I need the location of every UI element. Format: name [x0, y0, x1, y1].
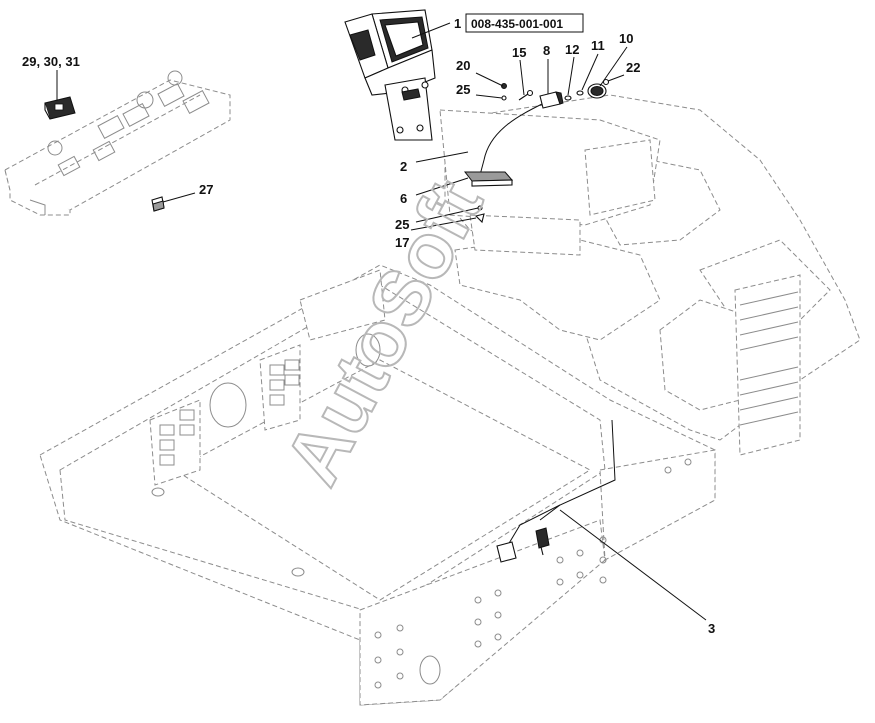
nut-part-20 — [501, 83, 507, 89]
callout-10: 10 — [619, 31, 633, 46]
leader-lines — [56, 22, 707, 621]
callout-12: 12 — [565, 42, 579, 57]
part-number-box — [465, 13, 584, 33]
monitor-cable — [479, 103, 543, 176]
rocker-switch-part-29 — [44, 96, 76, 120]
part-number: 008-435-001-001 — [471, 17, 563, 31]
callout-29-30-31: 29, 30, 31 — [22, 54, 80, 69]
dashboard-panel — [4, 70, 231, 216]
machine-rear-body — [439, 94, 861, 456]
callout-labels: 1 008-435-001-001 15 8 12 11 10 22 20 25… — [22, 13, 715, 636]
washer-part-12 — [564, 95, 572, 101]
callout-17: 17 — [395, 235, 409, 250]
main-chassis-frame — [39, 264, 716, 706]
callout-11: 11 — [591, 38, 605, 53]
callout-2: 2 — [400, 159, 407, 174]
monitor-bracket — [384, 77, 433, 141]
callout-3: 3 — [708, 621, 715, 636]
bulb-part-27 — [151, 196, 165, 212]
callout-25-upper: 25 — [456, 82, 470, 97]
callout-1: 1 — [454, 16, 461, 31]
washer-part-25-upper — [501, 95, 507, 101]
callout-15: 15 — [512, 45, 526, 60]
monitor-display-part-1 — [344, 9, 436, 96]
bolt-part-15 — [518, 89, 534, 101]
bracket-plate-part-6 — [463, 171, 514, 187]
frame-bolt-holes — [374, 458, 692, 689]
grommet-part-10 — [587, 83, 607, 99]
screw-part-17 — [474, 213, 485, 224]
callout-6: 6 — [400, 191, 407, 206]
callout-20: 20 — [456, 58, 470, 73]
callout-22: 22 — [626, 60, 640, 75]
callout-8: 8 — [543, 43, 550, 58]
wiring-harness-part-3 — [496, 419, 616, 563]
nut-part-22 — [602, 78, 610, 86]
callout-25-lower: 25 — [395, 217, 409, 232]
washer-part-11 — [576, 90, 584, 96]
step-ladder — [734, 274, 801, 456]
callout-27: 27 — [199, 182, 213, 197]
